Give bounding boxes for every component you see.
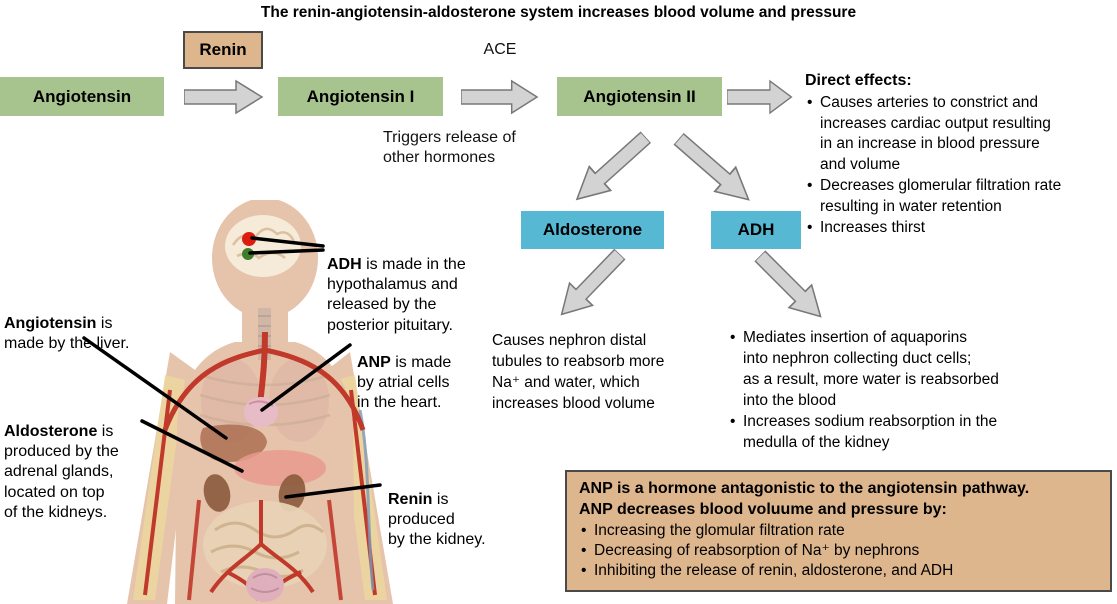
renin-enzyme-box: Renin <box>183 31 263 69</box>
adh-source-label: ADH is made in the hypothalamus and rele… <box>327 235 502 336</box>
direct-effect-item: Decreases glomerular filtration rate res… <box>805 176 1117 218</box>
diagram-title: The renin-angiotensin-aldosterone system… <box>260 4 857 21</box>
adh-source-label-bold: ADH <box>327 256 362 274</box>
ace-enzyme-label: ACE <box>483 41 517 58</box>
renin-source-label-rest: is produced by the kidney. <box>388 491 486 549</box>
anp-info-item: Inhibiting the release of renin, aldoste… <box>579 561 1098 581</box>
angiotensin-label: Angiotensin <box>32 86 132 106</box>
anp-source-label: ANP is made by atrial cells in the heart… <box>357 333 507 414</box>
aldosterone-source-label: Aldosterone is produced by the adrenal g… <box>4 402 179 523</box>
adh-box: ADH <box>711 211 801 249</box>
direct-effects-section: Direct effects: Causes arteries to const… <box>805 70 1117 239</box>
aldosterone-source-label-bold: Aldosterone <box>4 423 98 441</box>
arrow-i-to-ii-icon <box>461 79 539 115</box>
triggers-note: Triggers release of other hormones <box>383 129 516 166</box>
anp-info-heading-2: ANP decreases blood voluume and pressure… <box>579 500 947 518</box>
angiotensin-source-label: Angiotensin is made by the liver. <box>4 294 189 354</box>
adh-label: ADH <box>737 220 775 239</box>
angiotensin-source-label-rest: is made by the liver. <box>4 315 130 353</box>
arrow-ii-to-direct-effects-icon <box>727 79 793 115</box>
direct-effect-item: Increases thirst <box>805 218 1117 239</box>
direct-effects-heading: Direct effects: <box>805 72 912 89</box>
anp-source-label-rest: is made by atrial cells in the heart. <box>357 354 452 412</box>
direct-effect-item: Causes arteries to constrict and increas… <box>805 93 1117 177</box>
anp-info-box: ANP is a hormone antagonistic to the ang… <box>565 470 1112 592</box>
renin-source-label: Renin is produced by the kidney. <box>388 470 528 551</box>
arrow-angiotensin-to-i-icon <box>184 79 264 115</box>
arrow-aldosterone-to-effect-icon <box>547 242 633 329</box>
anp-source-label-bold: ANP <box>357 354 391 372</box>
renin-source-label-bold: Renin <box>388 491 433 509</box>
aldosterone-box: Aldosterone <box>521 211 664 249</box>
arrow-ii-to-aldosterone-icon <box>563 124 658 214</box>
anp-info-item: Decreasing of reabsorption of Na⁺ by nep… <box>579 541 1098 561</box>
angiotensin-source-label-bold: Angiotensin <box>4 315 97 333</box>
angiotensin-i-box: Angiotensin I <box>278 77 443 116</box>
adh-effects-section: Mediates insertion of aquaporins into ne… <box>728 328 1068 454</box>
anp-info-heading-1: ANP is a hormone antagonistic to the ang… <box>579 480 1030 497</box>
renin-enzyme-label: Renin <box>199 40 247 59</box>
arrow-adh-to-effect-icon <box>747 243 835 331</box>
aldosterone-effect-text: Causes nephron distal tubules to reabsor… <box>492 332 665 412</box>
adh-red-dot <box>242 232 256 246</box>
angiotensin-box: Angiotensin <box>0 77 164 116</box>
anp-info-item: Increasing the glomular filtration rate <box>579 521 1098 541</box>
angiotensin-ii-label: Angiotensin II <box>583 86 696 106</box>
aldosterone-label: Aldosterone <box>542 220 643 239</box>
angiotensin-ii-box: Angiotensin II <box>557 77 722 116</box>
adh-green-dot <box>242 248 254 260</box>
angiotensin-i-label: Angiotensin I <box>306 86 415 106</box>
arrow-ii-to-adh-icon <box>667 125 762 214</box>
adh-effect-item: Mediates insertion of aquaporins into ne… <box>728 328 1068 412</box>
adh-effect-item: Increases sodium reabsorption in the med… <box>728 412 1068 454</box>
adh-source-label-rest: is made in the hypothalamus and released… <box>327 256 466 334</box>
aldosterone-source-label-rest: is produced by the adrenal glands, locat… <box>4 423 119 521</box>
